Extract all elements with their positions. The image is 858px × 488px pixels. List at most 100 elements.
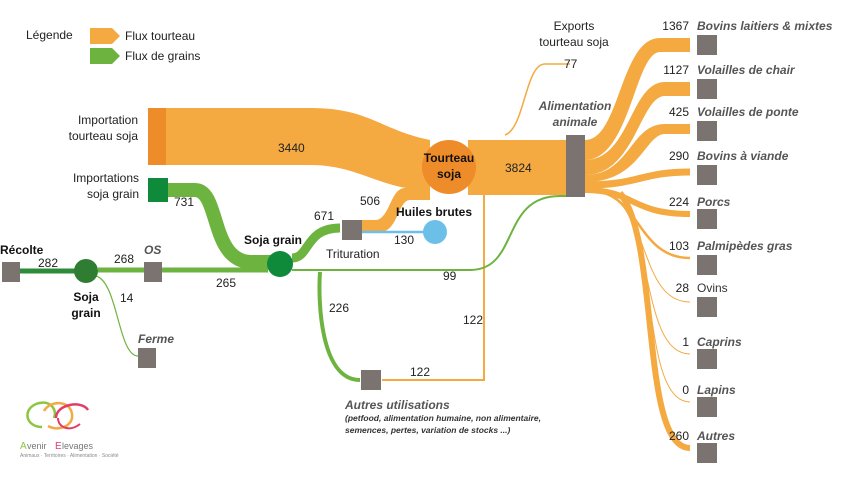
destination-value: 1 (682, 335, 689, 349)
node-import-grain (148, 178, 168, 202)
legend-label-grains: Flux de grains (125, 49, 200, 63)
destination-boxes (697, 35, 717, 463)
flow-to-porcs (584, 187, 691, 217)
flow-to-volailles-chair (585, 82, 690, 175)
node-import-tourteau (148, 108, 166, 165)
destination-label: Lapins (697, 383, 736, 397)
dest-box-palmipedes (697, 255, 717, 275)
destination-value: 425 (669, 105, 689, 119)
destination-labels: 1367 Bovins laitiers & mixtes 1127 Volaille… (662, 19, 832, 443)
value-os-in: 268 (114, 252, 134, 266)
flow-import-grain (168, 183, 272, 269)
destination-label: Caprins (697, 335, 742, 349)
flow-soja-to-ferme (95, 275, 139, 357)
flow-values: 3440 731 282 268 14 265 671 506 130 3824… (38, 57, 578, 379)
legend-swatch-tourteau (90, 28, 120, 44)
node-os (144, 262, 162, 282)
dest-box-volailles-ponte (697, 121, 717, 141)
legend: Légende Flux tourteau Flux de grains (26, 28, 200, 64)
destination-label: Ovins (697, 281, 728, 295)
dest-box-lapins (697, 397, 717, 417)
flow-to-bovins-viande (584, 168, 691, 189)
nodes (2, 108, 585, 390)
label-autres-utilisations: Autres utilisations (344, 398, 450, 412)
node-tourteau-soja (422, 140, 476, 194)
node-alimentation (566, 135, 585, 197)
destination-label: Palmipèdes gras (697, 239, 793, 253)
flow-grain-to-alimentation (292, 195, 570, 271)
flow-to-autres-animaux (617, 191, 691, 451)
destination-value: 103 (669, 239, 689, 253)
flow-grain-to-trituration (291, 223, 341, 263)
dest-box-bovins-viande (697, 165, 717, 185)
value-recolte: 282 (38, 256, 58, 270)
destination-value: 224 (669, 195, 689, 209)
destination-value: 28 (676, 281, 690, 295)
label-soja-grain-center: Soja grain (244, 233, 302, 247)
label-recolte: Récolte (0, 243, 44, 257)
destination-value: 1127 (663, 63, 689, 77)
flow-exports (504, 63, 570, 136)
dest-box-porcs (697, 209, 717, 229)
value-tourteau-to-autres-b: 122 (410, 365, 430, 379)
destination-value: 1367 (662, 19, 689, 33)
label-autres-detail-2: semences, pertes, variation de stocks ..… (345, 425, 511, 435)
dest-box-volailles-chair (697, 79, 717, 99)
destination-label: Volailles de chair (697, 63, 796, 77)
logo-tagline: Animaux · Territoires · Alimentation · S… (20, 453, 119, 459)
value-ferme: 14 (120, 291, 134, 305)
value-os-to-grain: 265 (216, 276, 236, 290)
node-huiles-brutes (423, 220, 447, 244)
node-ferme (138, 348, 156, 368)
dest-box-bovins-laitiers (697, 35, 717, 55)
tourteau-flows (166, 38, 691, 451)
logo-brand-a: A (20, 441, 27, 452)
flow-tourteau-autres (382, 190, 485, 381)
flow-import-tourteau (166, 108, 430, 190)
node-soja-grain-left (74, 259, 98, 283)
logo-brand-d: levages (62, 441, 94, 451)
label-autres-detail-1: (petfood, alimentation humaine, non alim… (345, 413, 541, 423)
legend-label-tourteau: Flux tourteau (125, 29, 195, 43)
logo-brand-c: E (55, 441, 62, 452)
destination-value: 260 (669, 429, 689, 443)
flow-trituration-tourteau (362, 188, 430, 232)
node-trituration (342, 220, 362, 240)
value-trit-to-tourteau: 506 (360, 194, 380, 208)
flow-grain-to-autres (317, 271, 361, 382)
grain-flows (20, 183, 570, 382)
label-trituration: Trituration (326, 247, 380, 261)
value-import-grain: 731 (174, 195, 194, 209)
destination-label: Porcs (697, 195, 731, 209)
label-huiles-brutes: Huiles brutes (396, 205, 472, 219)
dest-box-autres (697, 443, 717, 463)
node-soja-grain-center (267, 251, 293, 277)
flow-tourteau-alimentation (468, 140, 570, 195)
value-to-trituration: 671 (314, 209, 334, 223)
value-tourteau-to-autres-a: 122 (463, 313, 483, 327)
node-autres-utilisations (361, 370, 381, 390)
flow-to-volailles-ponte (585, 124, 690, 182)
value-grain-to-autres: 226 (329, 301, 349, 315)
flow-to-bovins-laitiers (585, 38, 690, 160)
destination-value: 290 (669, 149, 689, 163)
destination-label: Bovins à viande (697, 149, 789, 163)
avenir-elevages-logo: A venir E levages Animaux · Territoires … (20, 401, 119, 459)
destination-label: Autres (696, 429, 735, 443)
value-grain-to-alim: 99 (443, 269, 457, 283)
legend-swatch-grains (90, 48, 120, 64)
legend-title: Légende (26, 28, 73, 42)
logo-brand-b: venir (27, 441, 47, 451)
node-recolte (2, 262, 20, 282)
dest-box-ovins (697, 297, 717, 317)
destination-label: Bovins laitiers & mixtes (697, 19, 833, 33)
value-exports: 77 (564, 57, 578, 71)
